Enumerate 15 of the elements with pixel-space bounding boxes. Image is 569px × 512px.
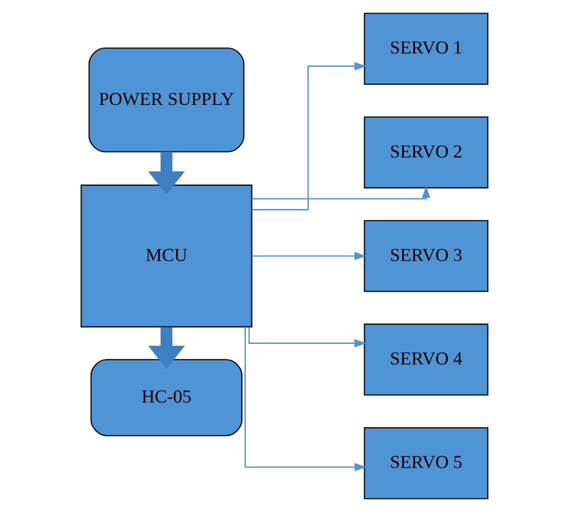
node-box: SERVO 4 xyxy=(364,324,488,396)
arrow xyxy=(244,326,366,472)
node-box: SERVO 3 xyxy=(364,220,488,292)
node-box: POWER SUPPLY xyxy=(88,48,244,152)
arrow xyxy=(252,252,366,260)
arrow xyxy=(252,186,430,200)
arrow xyxy=(148,327,185,370)
arrow xyxy=(148,152,185,195)
node-box: SERVO 5 xyxy=(364,427,488,500)
node-box: HC-05 xyxy=(90,358,243,436)
node-box: SERVO 1 xyxy=(364,12,488,85)
arrow xyxy=(248,327,366,348)
node-box: MCU xyxy=(80,184,252,328)
node-box: SERVO 2 xyxy=(364,116,488,188)
arrow xyxy=(252,62,366,210)
